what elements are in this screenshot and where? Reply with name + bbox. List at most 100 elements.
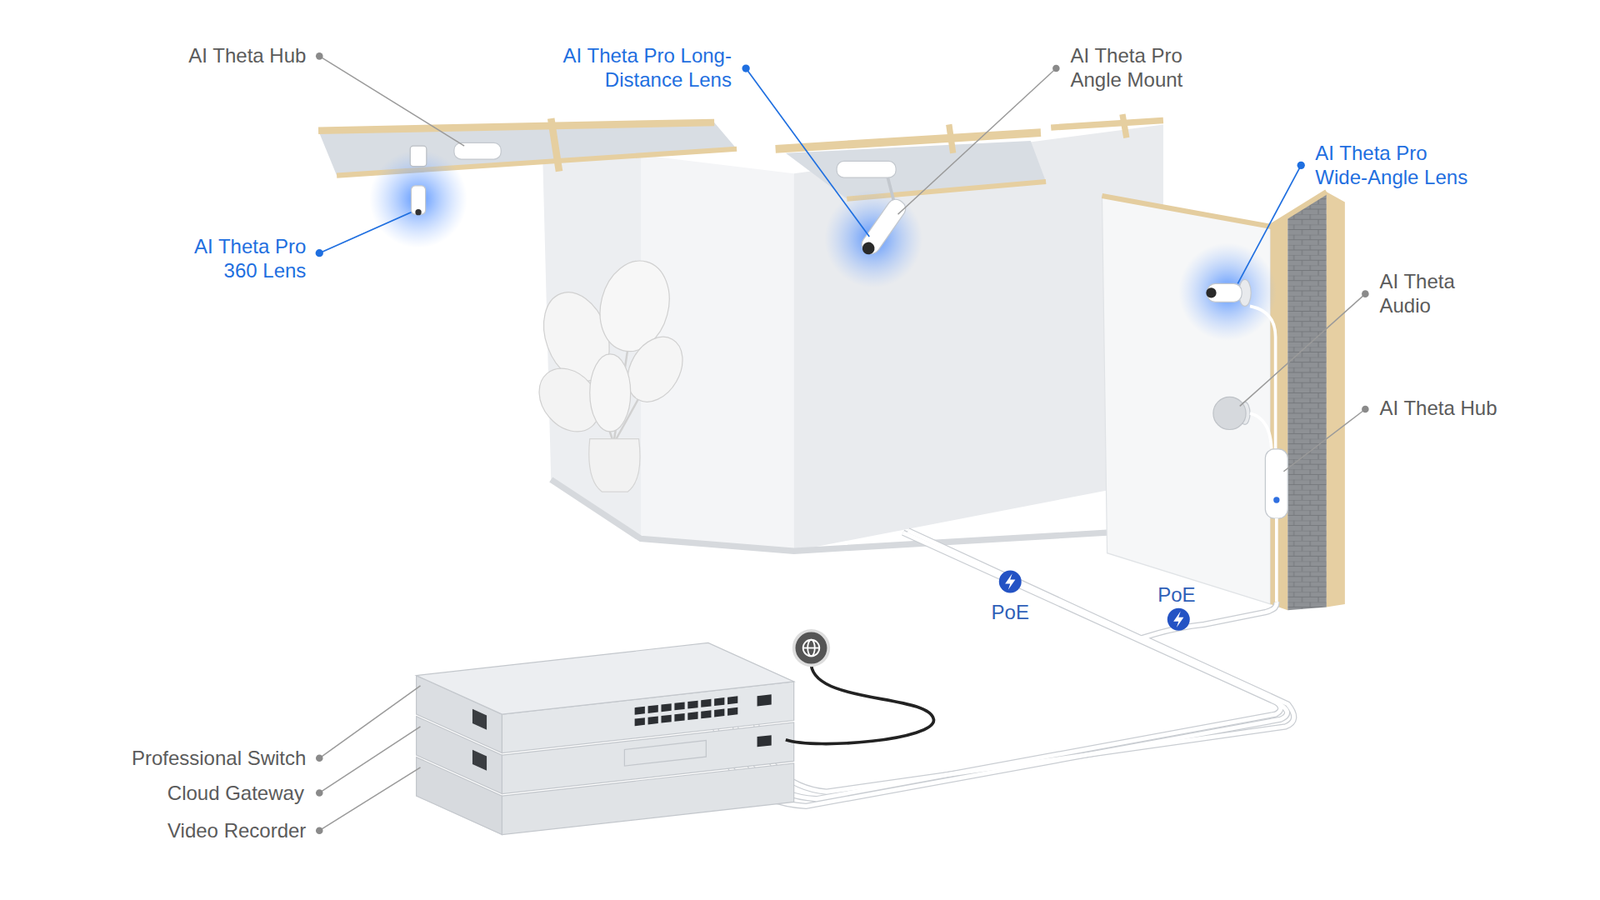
network-stack — [624, 692, 771, 766]
devices — [415, 209, 421, 215]
network-stack — [648, 715, 659, 725]
cables — [755, 601, 1295, 792]
network-stack — [648, 705, 659, 714]
leader-dot — [315, 249, 324, 257]
network-stack — [757, 694, 772, 706]
poe-icon — [999, 570, 1022, 593]
callout-label: AI Theta Pro Long-Distance Lens — [550, 43, 732, 92]
ceiling-slabs — [1122, 114, 1127, 138]
ceiling-slabs — [775, 132, 1041, 150]
poe-icon — [1167, 608, 1190, 631]
devices — [410, 145, 427, 166]
cables — [714, 530, 1295, 807]
network-stack — [416, 642, 795, 715]
leader-dot — [1297, 161, 1305, 170]
leader-dot — [315, 789, 324, 797]
device-label: Professional Switch — [131, 745, 306, 770]
leader-dot — [315, 755, 324, 763]
room-walls — [1287, 191, 1327, 610]
poe-label: PoE — [989, 600, 1032, 625]
camera-glow — [1178, 242, 1277, 341]
callout-label: AI Theta Pro 360 Lens — [190, 234, 306, 283]
callout-label: AI Theta Hub — [1380, 395, 1498, 420]
leader-line — [1240, 294, 1366, 407]
callout-label: AI Theta Pro Angle Mount — [1070, 43, 1185, 92]
devices — [410, 142, 1288, 602]
network-stack — [700, 710, 711, 719]
network-stack — [660, 715, 671, 724]
network-stack — [727, 695, 738, 705]
devices — [1275, 518, 1279, 602]
ceiling-slabs — [1050, 120, 1164, 128]
internet-uplink — [785, 630, 935, 745]
network-stack — [635, 717, 645, 726]
leader-line — [319, 685, 420, 759]
network-stack — [727, 707, 738, 716]
device-label: Video Recorder — [167, 818, 306, 843]
room-walls — [1326, 191, 1345, 607]
poe-icon — [1173, 610, 1184, 628]
plant — [589, 439, 640, 493]
leader-line — [319, 55, 465, 146]
network-stack — [635, 706, 645, 715]
devices — [857, 195, 910, 259]
devices — [836, 160, 896, 178]
network-stack — [687, 711, 698, 720]
network-stack — [472, 750, 487, 771]
leader-dot — [1052, 65, 1060, 73]
poe-icon — [1005, 573, 1015, 590]
devices — [1250, 413, 1272, 450]
ceiling-slabs — [318, 122, 715, 131]
leader-dot — [315, 52, 1370, 835]
callout-label: AI Theta Pro Wide-Angle Lens — [1315, 140, 1470, 190]
callout-label: AI Theta Audio — [1380, 269, 1459, 318]
network-stack — [757, 735, 772, 747]
callout-label: AI Theta Hub — [188, 43, 306, 68]
ceiling-slabs — [949, 124, 954, 153]
network-stack — [700, 699, 711, 708]
network-stack — [472, 709, 487, 771]
internet-uplink — [803, 647, 820, 650]
devices — [1205, 287, 1216, 298]
devices — [454, 142, 501, 160]
network-stack — [472, 709, 487, 730]
leader-dot — [1361, 405, 1370, 414]
leader-line — [898, 68, 1057, 215]
network-stack — [416, 642, 795, 835]
internet-uplink — [785, 665, 935, 744]
plant — [590, 354, 631, 432]
leader-line — [319, 767, 420, 831]
network-stack — [687, 700, 698, 710]
network-stack — [624, 740, 706, 767]
devices — [1265, 449, 1288, 519]
leader-line — [319, 726, 420, 794]
internet-uplink — [803, 640, 820, 657]
leader-line — [1283, 409, 1365, 472]
leader-dot — [741, 64, 750, 72]
internet-uplink — [794, 630, 830, 666]
devices — [1273, 496, 1280, 503]
leader-line — [1237, 165, 1301, 284]
leader-line — [319, 55, 1365, 830]
leader-dot — [315, 52, 324, 60]
network-stack — [674, 701, 685, 710]
camera-glow — [369, 150, 1277, 341]
devices — [858, 195, 909, 257]
leader-line — [319, 212, 411, 254]
room-walls — [550, 480, 1107, 552]
network-stack — [674, 713, 685, 722]
cables — [755, 601, 1295, 792]
devices — [860, 240, 877, 257]
network-stack — [714, 697, 725, 706]
poe-label: PoE — [1155, 582, 1198, 607]
leader-line — [745, 68, 870, 237]
leader-dot — [315, 826, 324, 835]
leader-dot — [1361, 290, 1370, 298]
room-walls — [1101, 191, 1326, 227]
network-stack — [714, 709, 725, 718]
network-stack — [660, 703, 671, 712]
ceiling-slabs — [550, 118, 560, 172]
plant — [526, 253, 694, 493]
devices — [1213, 396, 1246, 430]
